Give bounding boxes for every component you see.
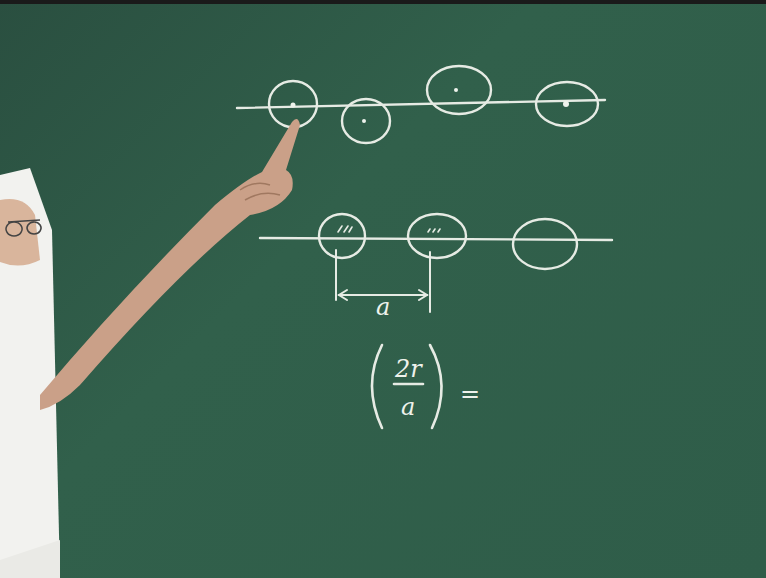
lecturer: [0, 119, 300, 578]
numerator: 2r: [395, 357, 422, 381]
formula-brackets: [372, 345, 442, 428]
denominator: a: [401, 395, 415, 419]
atom-centres: [291, 88, 570, 123]
dimension-label: a: [376, 295, 390, 319]
atom-row-bottom: [260, 214, 612, 269]
board-frame: [0, 0, 766, 4]
equals-sign: =: [460, 382, 480, 406]
